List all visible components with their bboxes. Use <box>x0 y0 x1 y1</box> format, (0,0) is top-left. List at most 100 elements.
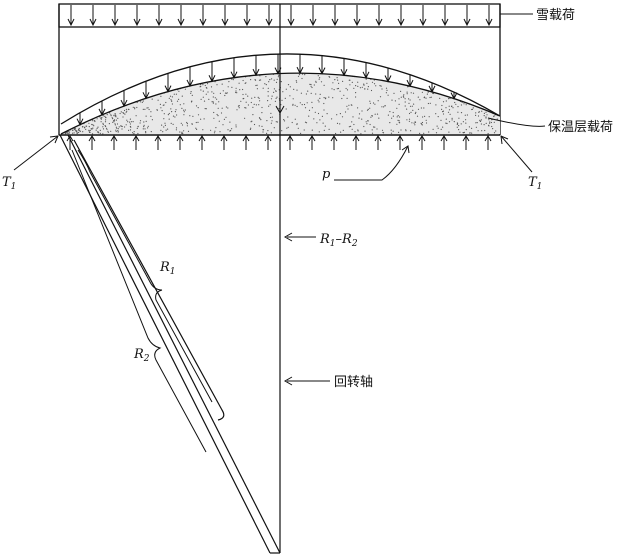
stipple-dot <box>96 127 98 129</box>
stipple-dot <box>489 122 491 124</box>
stipple-dot <box>102 126 104 128</box>
stipple-dot <box>334 79 336 81</box>
center-arrow-head <box>275 105 285 115</box>
stipple-dot <box>400 90 402 92</box>
stipple-dot <box>100 118 102 120</box>
stipple-dot <box>323 109 325 111</box>
stipple-dot <box>253 103 255 105</box>
stipple-dot <box>484 129 486 132</box>
stipple-dot <box>490 121 492 124</box>
stipple-dot <box>175 109 177 111</box>
stipple-dot <box>352 116 354 118</box>
stipple-dot <box>197 114 200 116</box>
stipple-dot <box>104 121 107 123</box>
stipple-dot <box>99 116 101 118</box>
stipple-dot <box>465 122 467 124</box>
stipple-dot <box>493 121 495 123</box>
stipple-dot <box>478 111 480 113</box>
stipple-dot <box>170 108 172 110</box>
stipple-dot <box>458 129 460 131</box>
stipple-dot <box>460 112 463 114</box>
stipple-dot <box>346 89 349 91</box>
stipple-dot <box>440 128 442 130</box>
insulation-arrow-head <box>450 92 458 100</box>
stipple-dot <box>171 111 173 113</box>
stipple-dot <box>406 108 408 110</box>
stipple-dot <box>245 101 247 103</box>
stipple-dot <box>91 128 93 130</box>
stipple-dot <box>285 88 287 90</box>
stipple-dot <box>406 119 408 121</box>
snow-arrow-head <box>397 18 405 27</box>
stipple-dot <box>253 123 256 126</box>
t1-right-label: T1 <box>528 175 542 192</box>
stipple-dot <box>139 120 142 122</box>
stipple-dot <box>163 118 165 120</box>
stipple-dot <box>219 92 221 94</box>
stipple-dot <box>331 88 333 90</box>
stipple-dot <box>235 87 237 89</box>
stipple-dot <box>320 81 323 83</box>
stipple-dot <box>227 129 229 131</box>
stipple-dot <box>413 103 415 105</box>
stipple-dot <box>242 88 244 91</box>
stipple-dot <box>296 81 298 83</box>
stipple-dot <box>170 99 172 101</box>
stipple-dot <box>102 128 105 130</box>
stipple-dot <box>107 131 109 133</box>
stipple-dot <box>171 96 173 98</box>
stipple-dot <box>261 112 263 114</box>
stipple-dot <box>268 105 270 107</box>
stipple-dot <box>301 104 303 106</box>
stipple-dot <box>114 115 117 117</box>
insulation-arrow-head <box>384 75 392 83</box>
stipple-dot <box>353 87 355 89</box>
stipple-dot <box>157 99 159 101</box>
stipple-dot <box>145 115 147 117</box>
stipple-dot <box>419 99 421 101</box>
stipple-dot <box>147 125 149 127</box>
stipple-dot <box>366 82 368 84</box>
stipple-dot <box>457 123 459 125</box>
stipple-dot <box>225 92 228 94</box>
stipple-dot <box>93 125 95 127</box>
stipple-dot <box>373 83 376 85</box>
stipple-dot <box>425 122 428 124</box>
stipple-dot <box>451 117 453 119</box>
stipple-dot <box>296 89 298 91</box>
stipple-dot <box>225 106 227 108</box>
stipple-dot <box>421 121 424 124</box>
stipple-dot <box>137 126 139 128</box>
stipple-dot <box>267 87 269 89</box>
stipple-dot <box>141 101 143 103</box>
insulation-arrow-head <box>252 68 260 77</box>
stipple-dot <box>264 83 266 85</box>
stipple-dot <box>125 108 127 110</box>
stipple-dot <box>129 125 131 128</box>
stipple-dot <box>271 116 273 118</box>
insulation-arrow-head <box>208 75 216 83</box>
stipple-dot <box>336 114 338 116</box>
stipple-dot <box>220 112 223 114</box>
stipple-dot <box>332 97 334 99</box>
stipple-dot <box>261 106 263 109</box>
stipple-dot <box>238 82 240 84</box>
stipple-dot <box>144 108 146 110</box>
stipple-dot <box>341 97 343 100</box>
stipple-dot <box>64 133 66 135</box>
stipple-dot <box>351 81 353 83</box>
stipple-dot <box>239 89 241 91</box>
stipple-dot <box>489 121 491 123</box>
snow-load-label: 雪载荷 <box>536 8 575 23</box>
stipple-dot <box>363 125 365 128</box>
stipple-dot <box>202 84 204 86</box>
stipple-dot <box>410 111 412 113</box>
stipple-dot <box>493 115 495 118</box>
stipple-dot <box>374 103 376 105</box>
stipple-dot <box>435 104 437 106</box>
stipple-dot <box>420 122 422 124</box>
stipple-dot <box>181 107 183 109</box>
stipple-dot <box>442 113 445 115</box>
stipple-dot <box>361 86 363 88</box>
